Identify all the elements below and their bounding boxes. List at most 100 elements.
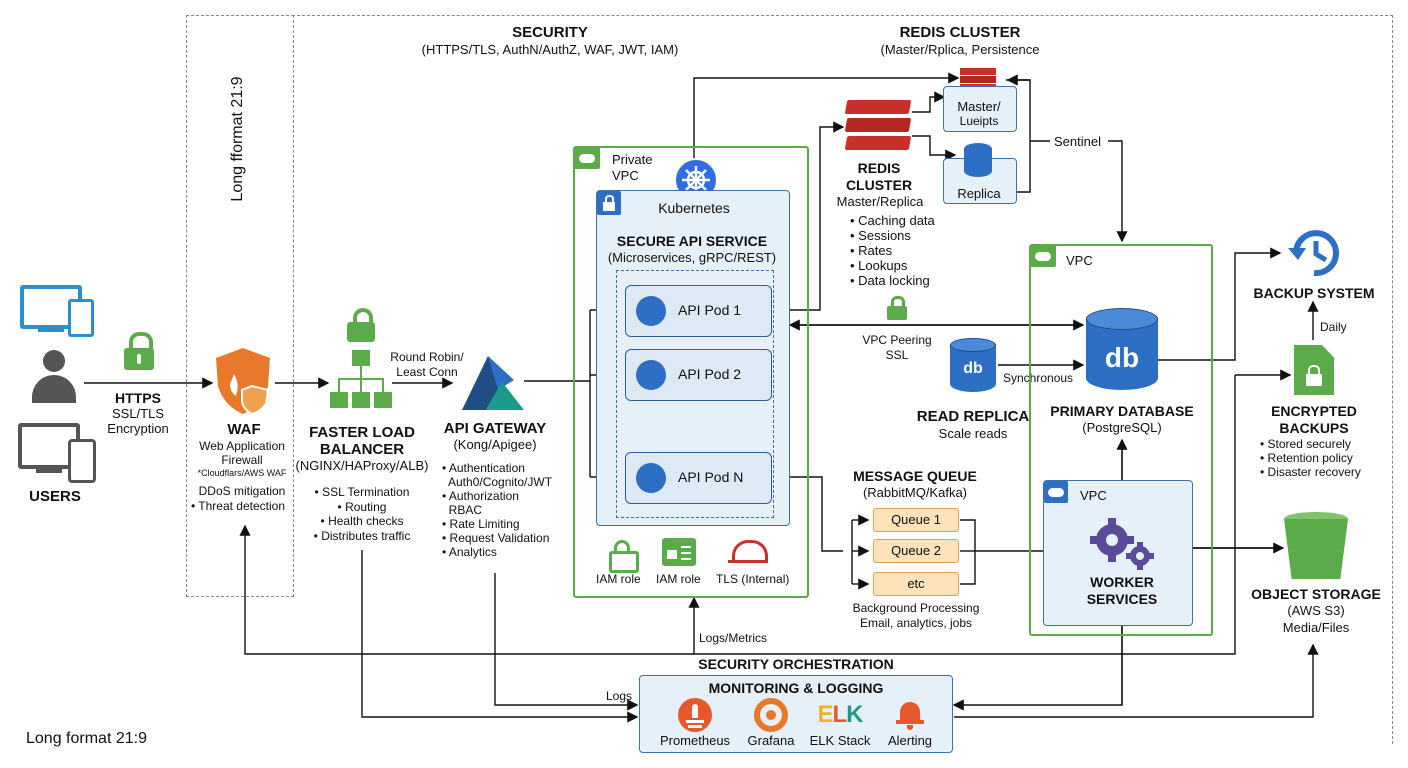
read-replica-subtitle: Scale reads (938, 426, 1008, 441)
vpc-label: VPC (1066, 253, 1093, 268)
gateway-feature: • Authorization (442, 489, 519, 503)
redis-feature: • Rates (850, 243, 893, 258)
daily-label: Daily (1320, 320, 1347, 334)
redis-feature: • Caching data (850, 213, 935, 228)
lb-subtitle: (NGINX/HAProxy/ALB) (295, 458, 429, 473)
elk-icon: ELK (808, 702, 872, 728)
tool-grafana: Grafana (747, 733, 795, 748)
cylinder-icon (964, 143, 992, 177)
vpc-peering-label-2: SSL (885, 348, 909, 362)
iam-role-label-1: IAM role (596, 572, 641, 586)
https-title: HTTPS (115, 390, 161, 406)
api-pod-n[interactable]: API Pod N (625, 452, 772, 504)
network-tree-icon (328, 350, 394, 412)
tool-prometheus: Prometheus (659, 733, 731, 748)
redis-feature: • Sessions (850, 228, 911, 243)
long-format-vertical: Long fformat 21:9 (229, 76, 246, 202)
workers-title-1: WORKER (1090, 574, 1154, 590)
gateway-features: • Authentication Auth0/Cognito/JWT • Aut… (442, 461, 582, 559)
vpc-inner-label: VPC (1080, 488, 1107, 503)
clock-history-icon (1286, 226, 1342, 280)
prometheus-icon (678, 698, 712, 732)
redis-cluster-header: REDIS CLUSTER (899, 24, 1021, 41)
arrow-db-backup (1158, 247, 1282, 361)
lb-title-2: BALANCER (319, 441, 405, 458)
cloud-icon (1030, 245, 1056, 267)
user-icon (30, 350, 78, 404)
mq-title: MESSAGE QUEUE (853, 468, 977, 484)
iam-role-id-icon (662, 538, 696, 566)
queue-2[interactable]: Queue 2 (873, 539, 959, 563)
logs-label: Logs (606, 689, 633, 703)
vpc-db-box (1029, 244, 1213, 636)
read-replica-db-icon: db (950, 338, 996, 396)
tool-alerting: Alerting (887, 733, 933, 748)
pod-label: API Pod N (678, 469, 744, 485)
queue-etc[interactable]: etc (873, 572, 959, 596)
redis-feature: • Lookups (850, 258, 908, 273)
cube-icon (636, 360, 666, 390)
kubernetes-label: Kubernetes (658, 200, 730, 216)
sentinel-label: Sentinel (1054, 134, 1101, 149)
waf-shield-icon (212, 346, 274, 416)
monitoring-title: MONITORING & LOGGING (708, 680, 884, 696)
api-service-subtitle: (Microservices, gRPC/REST) (607, 250, 777, 265)
round-robin-line1: Round Robin/ (390, 350, 464, 364)
gateway-feature: • Authentication (442, 461, 525, 475)
object-storage-title: OBJECT STORAGE (1251, 586, 1381, 602)
logs-metrics-label: Logs/Metrics (699, 631, 768, 645)
redis-features: • Caching data • Sessions • Rates • Look… (850, 213, 935, 288)
waf-line1: Web Application (199, 439, 285, 453)
users-label: USERS (29, 488, 81, 505)
grafana-icon (754, 698, 788, 732)
workers-title-2: SERVICES (1086, 591, 1158, 607)
long-format-footer: Long format 21:9 (26, 730, 147, 747)
bucket-icon (1284, 512, 1348, 582)
arrow-k8s-redis (693, 72, 960, 160)
gateway-subtitle: (Kong/Apigee) (453, 437, 537, 452)
lb-item-2: • Routing (337, 500, 387, 514)
redis-replica-label: Replica (957, 186, 1001, 201)
security-orchestration-title: SECURITY ORCHESTRATION (698, 656, 894, 672)
cloud-icon (1044, 481, 1068, 503)
cloud-icon (574, 147, 600, 169)
redis-master-box (943, 86, 1017, 132)
waf-line2: Firewall (221, 453, 263, 467)
tls-internal-label: TLS (Internal) (716, 572, 790, 586)
mq-footer-2: Email, analytics, jobs (859, 616, 973, 630)
read-replica-db-text: db (963, 360, 983, 377)
mq-subtitle: (RabbitMQ/Kafka) (862, 485, 968, 500)
api-gateway-logo-icon (458, 350, 526, 414)
encrypted-file-icon (1294, 345, 1334, 395)
security-subtitle: (HTTPS/TLS, AuthN/AuthZ, WAF, JWT, IAM) (421, 42, 679, 57)
pod-label: API Pod 1 (678, 302, 742, 318)
encrypted-features: • Stored securely • Retention policy • D… (1260, 437, 1361, 479)
waf-line3: *Cloudflars/AWS WAF (197, 468, 287, 478)
private-vpc-label-2: VPC (612, 168, 639, 183)
mq-footer-1: Background Processing (852, 601, 980, 615)
queue-1[interactable]: Queue 1 (873, 508, 959, 532)
redis-master-label-2: Lueipts (959, 114, 999, 128)
api-pod-1[interactable]: API Pod 1 (625, 285, 772, 337)
vpc-peering-label-1: VPC Peering (862, 333, 932, 347)
tool-elk: ELK Stack (809, 733, 871, 748)
gateway-title: API GATEWAY (443, 420, 547, 437)
elk-logo: ELK (817, 701, 864, 728)
lb-item-3: • Health checks (320, 514, 404, 528)
lock-icon (597, 191, 621, 215)
redis-title-1: REDIS (857, 160, 901, 176)
security-title: SECURITY (512, 24, 588, 41)
redis-title-2: CLUSTER (845, 177, 913, 193)
lock-icon (122, 332, 156, 372)
pods-group (616, 270, 774, 518)
private-vpc-label-1: Private (612, 152, 653, 167)
lock-icon (346, 308, 376, 344)
redis-feature: • Data locking (850, 273, 930, 288)
encrypted-feature: • Retention policy (1260, 451, 1353, 465)
arrow-security-loop (239, 375, 1236, 655)
gateway-feature: RBAC (442, 503, 483, 517)
api-pod-2[interactable]: API Pod 2 (625, 349, 772, 401)
https-line2: Encryption (107, 421, 169, 436)
lb-item-4: • Distributes traffic (313, 529, 411, 543)
redis-master-label-1: Master/ (957, 99, 1001, 114)
